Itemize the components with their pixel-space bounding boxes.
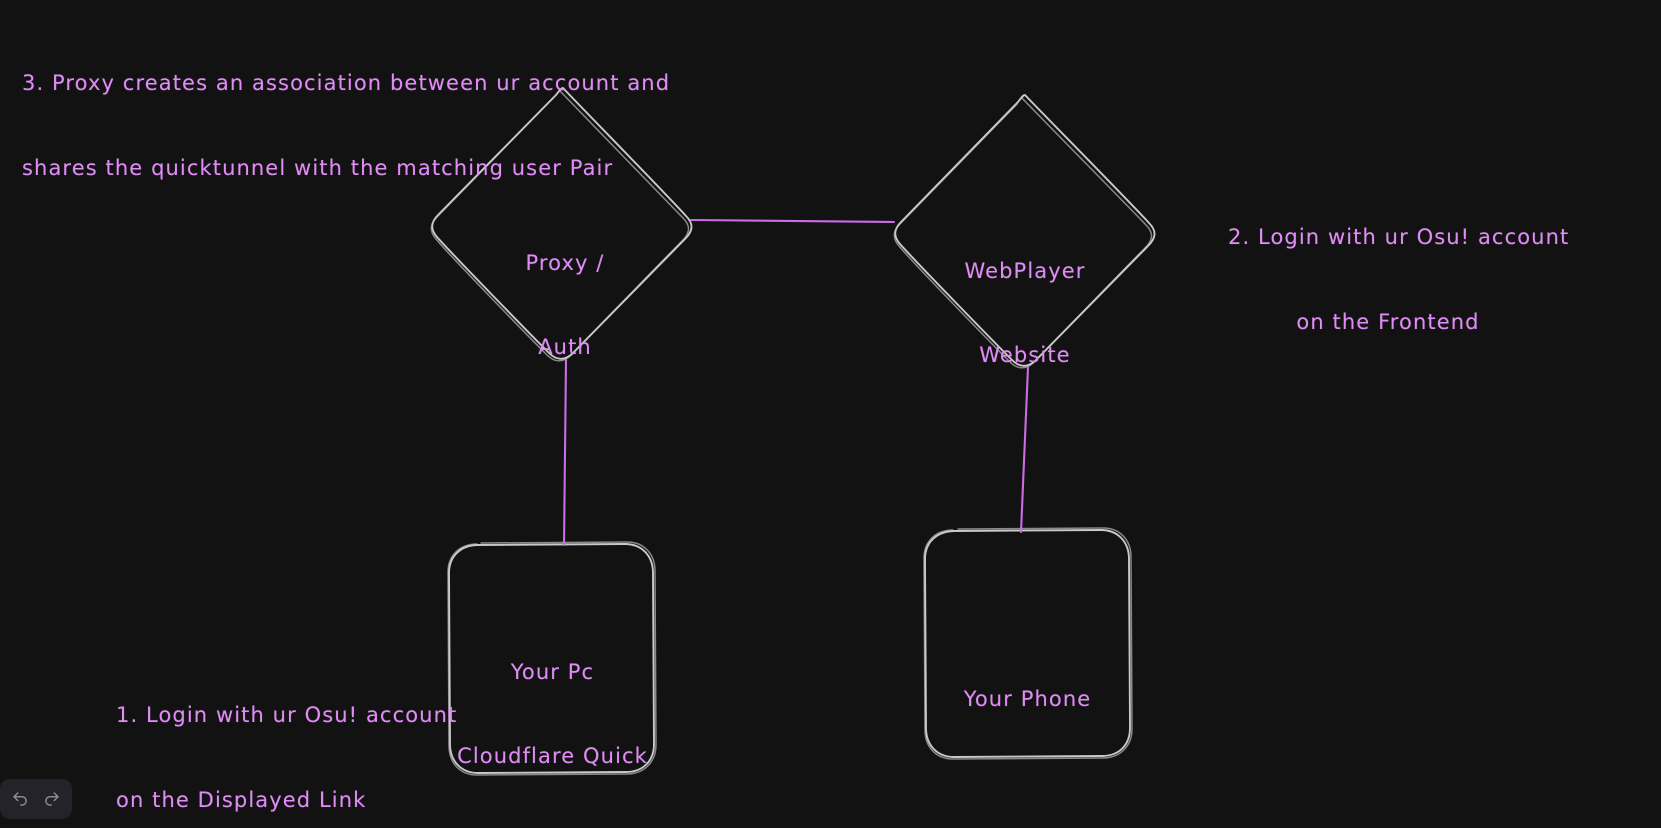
undo-button[interactable] xyxy=(6,785,34,813)
node-your-pc[interactable] xyxy=(447,541,657,776)
connector-proxy-to-webplayer[interactable] xyxy=(689,218,896,224)
history-toolbar xyxy=(0,779,72,819)
node-webplayer-website[interactable] xyxy=(893,94,1156,369)
undo-icon xyxy=(11,790,29,808)
redo-button[interactable] xyxy=(38,785,66,813)
node-proxy-auth[interactable] xyxy=(430,87,693,362)
connector-proxy-to-your-pc[interactable] xyxy=(562,358,568,547)
connector-webplayer-to-your-phone[interactable] xyxy=(1019,365,1030,534)
node-your-phone[interactable] xyxy=(923,527,1133,760)
redo-icon xyxy=(43,790,61,808)
